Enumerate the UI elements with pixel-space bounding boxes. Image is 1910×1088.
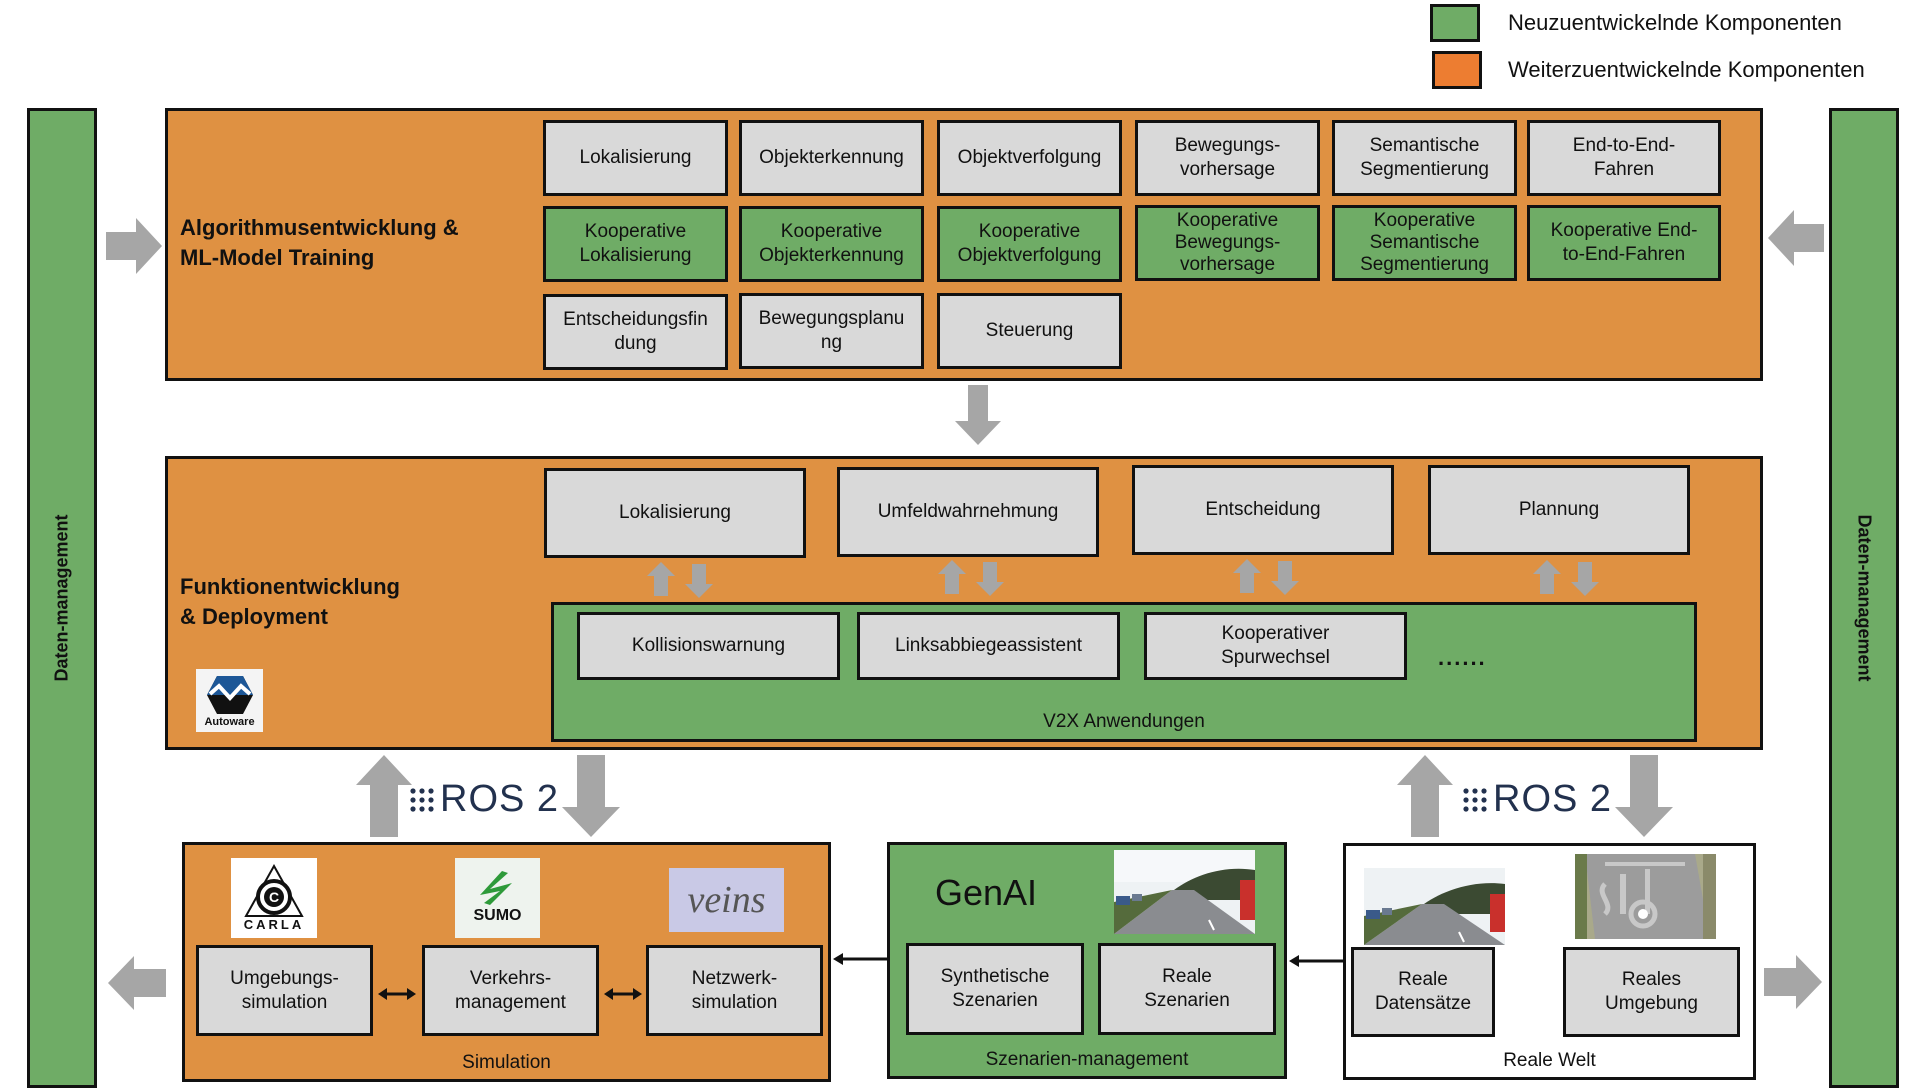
scenario-box-real: Reale Szenarien bbox=[1098, 943, 1276, 1035]
legend-swatch-new bbox=[1430, 4, 1480, 42]
arrow-right-icon bbox=[106, 218, 162, 274]
ros2-logo-left: ROS 2 bbox=[410, 778, 559, 821]
data-management-label-left: Daten-management bbox=[51, 514, 72, 682]
double-arrow-icon bbox=[378, 988, 416, 1000]
sim-module-verkehrsmanagement: Verkehrs- management bbox=[422, 945, 599, 1036]
simulation-caption: Simulation bbox=[462, 1052, 551, 1073]
autoware-hexagon-icon bbox=[206, 675, 253, 714]
v2x-app-kollisionswarnung: Kollisionswarnung bbox=[577, 612, 840, 680]
sumo-road-icon bbox=[479, 871, 512, 905]
arrow-down-icon bbox=[955, 385, 1001, 445]
scenario-management-caption: Szenarien-management bbox=[985, 1049, 1189, 1070]
function-title-line2: & Deployment bbox=[180, 604, 328, 629]
sumo-logo: SUMO bbox=[455, 858, 540, 938]
arrow-right-icon bbox=[1764, 955, 1822, 1009]
carla-logo-text: CARLA bbox=[243, 917, 305, 932]
legend-swatch-existing bbox=[1432, 51, 1482, 89]
v2x-more-ellipsis: ...... bbox=[1438, 645, 1487, 670]
bidirectional-arrows-icon bbox=[1533, 560, 1599, 596]
road-scene-image bbox=[1114, 850, 1255, 934]
function-module-umfeldwahrnehmung: Umfeldwahrnehmung bbox=[837, 467, 1099, 557]
algo-module-koop-objektverfolgung: Kooperative Objektverfolgung bbox=[937, 206, 1122, 282]
highway-photo-real bbox=[1364, 868, 1505, 945]
bidirectional-arrows-icon bbox=[647, 562, 713, 598]
function-module-lokalisierung: Lokalisierung bbox=[544, 468, 806, 558]
autoware-logo: Autoware bbox=[196, 669, 263, 732]
ros2-label-left: ROS 2 bbox=[440, 778, 560, 820]
ros-dots-icon bbox=[1463, 787, 1487, 812]
sim-module-netzwerksimulation: Netzwerk- simulation bbox=[646, 945, 823, 1036]
function-module-entscheidung: Entscheidung bbox=[1132, 465, 1394, 555]
data-management-label-right: Daten-management bbox=[1854, 514, 1875, 682]
carla-logo: C CARLA bbox=[231, 858, 317, 938]
algorithm-title-line2: ML-Model Training bbox=[180, 245, 375, 270]
ros2-logo-right: ROS 2 bbox=[1463, 778, 1612, 821]
test-track-image bbox=[1575, 854, 1716, 939]
arrow-down-icon bbox=[1615, 755, 1673, 837]
algo-module-bewegungsvorhersage: Bewegungs- vorhersage bbox=[1135, 120, 1320, 196]
algo-module-lokalisierung: Lokalisierung bbox=[543, 120, 728, 196]
algo-module-koop-bewegungsvorhersage: Kooperative Bewegungs- vorhersage bbox=[1135, 205, 1320, 281]
data-management-bar-left: Daten-management bbox=[27, 108, 97, 1088]
algo-module-entscheidungsfindung: Entscheidungsfin dung bbox=[543, 294, 728, 370]
real-world-caption: Reale Welt bbox=[1503, 1050, 1596, 1071]
algo-module-koop-objekterkennung: Kooperative Objekterkennung bbox=[739, 206, 924, 282]
algo-module-bewegungsplanung: Bewegungsplanu ng bbox=[739, 293, 924, 369]
algo-module-semantische-segmentierung: Semantische Segmentierung bbox=[1332, 120, 1517, 196]
function-title-line1: Funktionentwicklung bbox=[180, 574, 400, 599]
arrow-left-thin-icon bbox=[1289, 955, 1345, 967]
bidirectional-arrows-icon bbox=[1233, 559, 1299, 595]
svg-text:C: C bbox=[269, 889, 279, 905]
algo-module-steuerung: Steuerung bbox=[937, 293, 1122, 369]
road-scene-image bbox=[1364, 868, 1505, 945]
bidirectional-arrows-icon bbox=[938, 560, 1004, 596]
arrow-left-icon bbox=[1768, 210, 1824, 266]
v2x-app-linksabbiegeassistent: Linksabbiegeassistent bbox=[857, 612, 1120, 680]
data-management-bar-right: Daten-management bbox=[1829, 108, 1899, 1088]
real-world-box-environment: Reales Umgebung bbox=[1563, 947, 1740, 1037]
v2x-caption: V2X Anwendungen bbox=[1043, 711, 1205, 732]
algorithm-title-line1: Algorithmusentwicklung & bbox=[180, 215, 459, 240]
veins-logo: veins bbox=[669, 868, 784, 932]
algo-module-objekterkennung: Objekterkennung bbox=[739, 120, 924, 196]
veins-logo-text: veins bbox=[687, 879, 766, 921]
arrow-left-icon bbox=[108, 956, 166, 1010]
autoware-logo-text: Autoware bbox=[204, 715, 255, 728]
genai-heading: GenAI bbox=[935, 872, 1038, 913]
arrow-left-thin-icon bbox=[833, 953, 889, 965]
algo-module-koop-end-to-end: Kooperative End- to-End-Fahren bbox=[1527, 205, 1721, 281]
arrow-down-icon bbox=[562, 755, 620, 837]
highway-photo-genai bbox=[1114, 850, 1255, 934]
algo-module-koop-semantische-segmentierung: Kooperative Semantische Segmentierung bbox=[1332, 205, 1517, 281]
function-module-plannung: Plannung bbox=[1428, 465, 1690, 555]
scenario-box-synthetic: Synthetische Szenarien bbox=[906, 943, 1084, 1035]
algorithm-section-title: Algorithmusentwicklung & ML-Model Traini… bbox=[180, 213, 459, 273]
real-world-box-datasets: Reale Datensätze bbox=[1351, 947, 1495, 1037]
arrow-up-icon bbox=[356, 755, 412, 837]
double-arrow-icon bbox=[604, 988, 642, 1000]
test-track-aerial-photo bbox=[1575, 854, 1716, 939]
ros2-label-right: ROS 2 bbox=[1493, 778, 1613, 820]
ros-dots-icon bbox=[410, 787, 434, 812]
function-section-title: Funktionentwicklung & Deployment bbox=[180, 572, 400, 632]
sumo-logo-text: SUMO bbox=[473, 907, 522, 924]
algo-module-objektverfolgung: Objektverfolgung bbox=[937, 120, 1122, 196]
algo-module-koop-lokalisierung: Kooperative Lokalisierung bbox=[543, 206, 728, 282]
legend-label-existing: Weiterzuentwickelnde Komponenten bbox=[1508, 57, 1865, 82]
carla-emblem-icon: C bbox=[244, 864, 304, 917]
sim-module-umgebungssimulation: Umgebungs- simulation bbox=[196, 945, 373, 1036]
legend-label-new: Neuzuentwickelnde Komponenten bbox=[1508, 10, 1842, 35]
v2x-app-kooperativer-spurwechsel: Kooperativer Spurwechsel bbox=[1144, 612, 1407, 680]
arrow-up-icon bbox=[1397, 755, 1453, 837]
algo-module-end-to-end: End-to-End- Fahren bbox=[1527, 120, 1721, 196]
